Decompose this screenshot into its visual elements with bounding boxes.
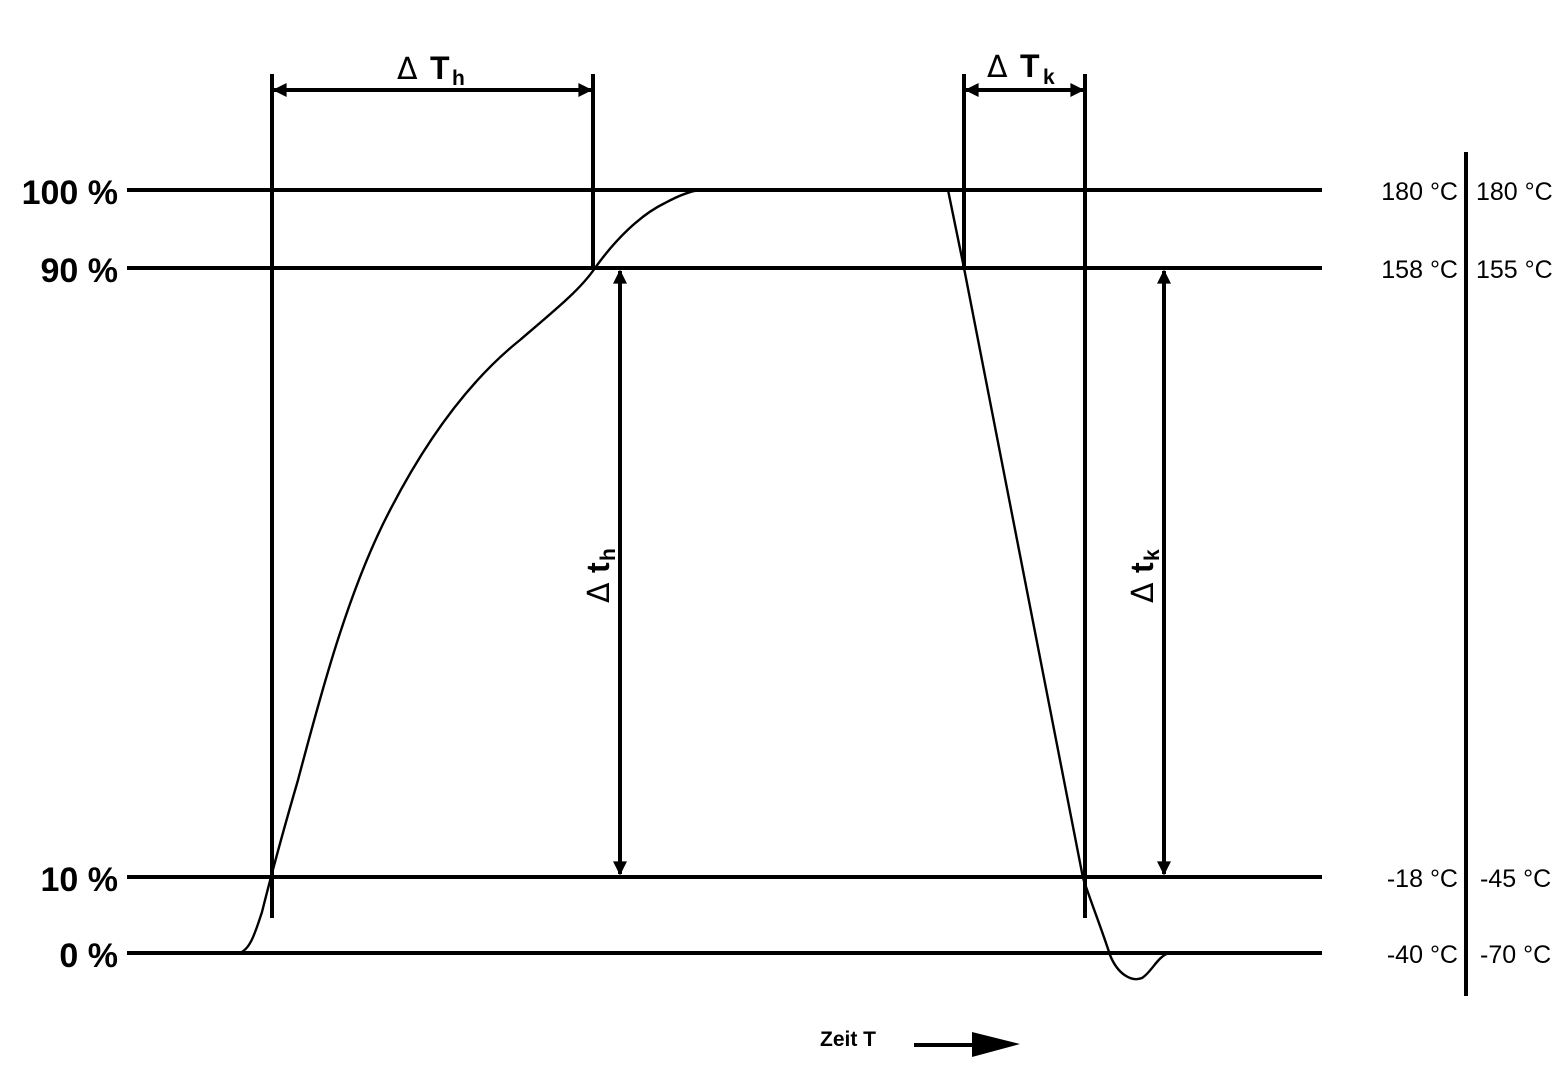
cool-span-main: t <box>1124 562 1160 573</box>
percent-label-0: 0 % <box>59 937 118 975</box>
heat-span-sub: h <box>597 548 620 561</box>
temperature-curve <box>237 188 1171 981</box>
temp-a-100: 180 °C <box>1381 178 1458 206</box>
heat-interval-main: T <box>430 50 450 86</box>
temp-a-0: -40 °C <box>1387 941 1458 969</box>
time-arrow-icon <box>914 1032 1020 1057</box>
cool-interval-sub: k <box>1043 66 1055 89</box>
temp-b-10: -45 °C <box>1480 865 1551 893</box>
temp-a-10: -18 °C <box>1387 865 1458 893</box>
temp-b-0: -70 °C <box>1480 941 1551 969</box>
temp-a-90: 158 °C <box>1381 256 1458 284</box>
heat-interval-sub: h <box>452 67 465 90</box>
cool-span-label: Δ t k <box>1124 549 1164 603</box>
percent-label-10: 10 % <box>41 861 119 899</box>
cool-span-sub: k <box>1141 549 1164 561</box>
temp-b-90: 155 °C <box>1476 256 1553 284</box>
cool-interval-main: T <box>1020 48 1040 84</box>
heat-span-main: t <box>580 562 616 573</box>
heat-interval-delta: Δ <box>397 52 418 87</box>
heat-span-delta: Δ <box>582 582 617 603</box>
percent-label-100: 100 % <box>22 174 118 212</box>
cool-span-delta: Δ <box>1126 582 1161 603</box>
heat-span-label: Δ t h <box>580 548 620 603</box>
percent-label-90: 90 % <box>41 252 119 290</box>
cool-interval-delta: Δ <box>987 50 1008 85</box>
time-axis-label: Zeit T <box>820 1028 876 1051</box>
temp-b-100: 180 °C <box>1476 178 1553 206</box>
